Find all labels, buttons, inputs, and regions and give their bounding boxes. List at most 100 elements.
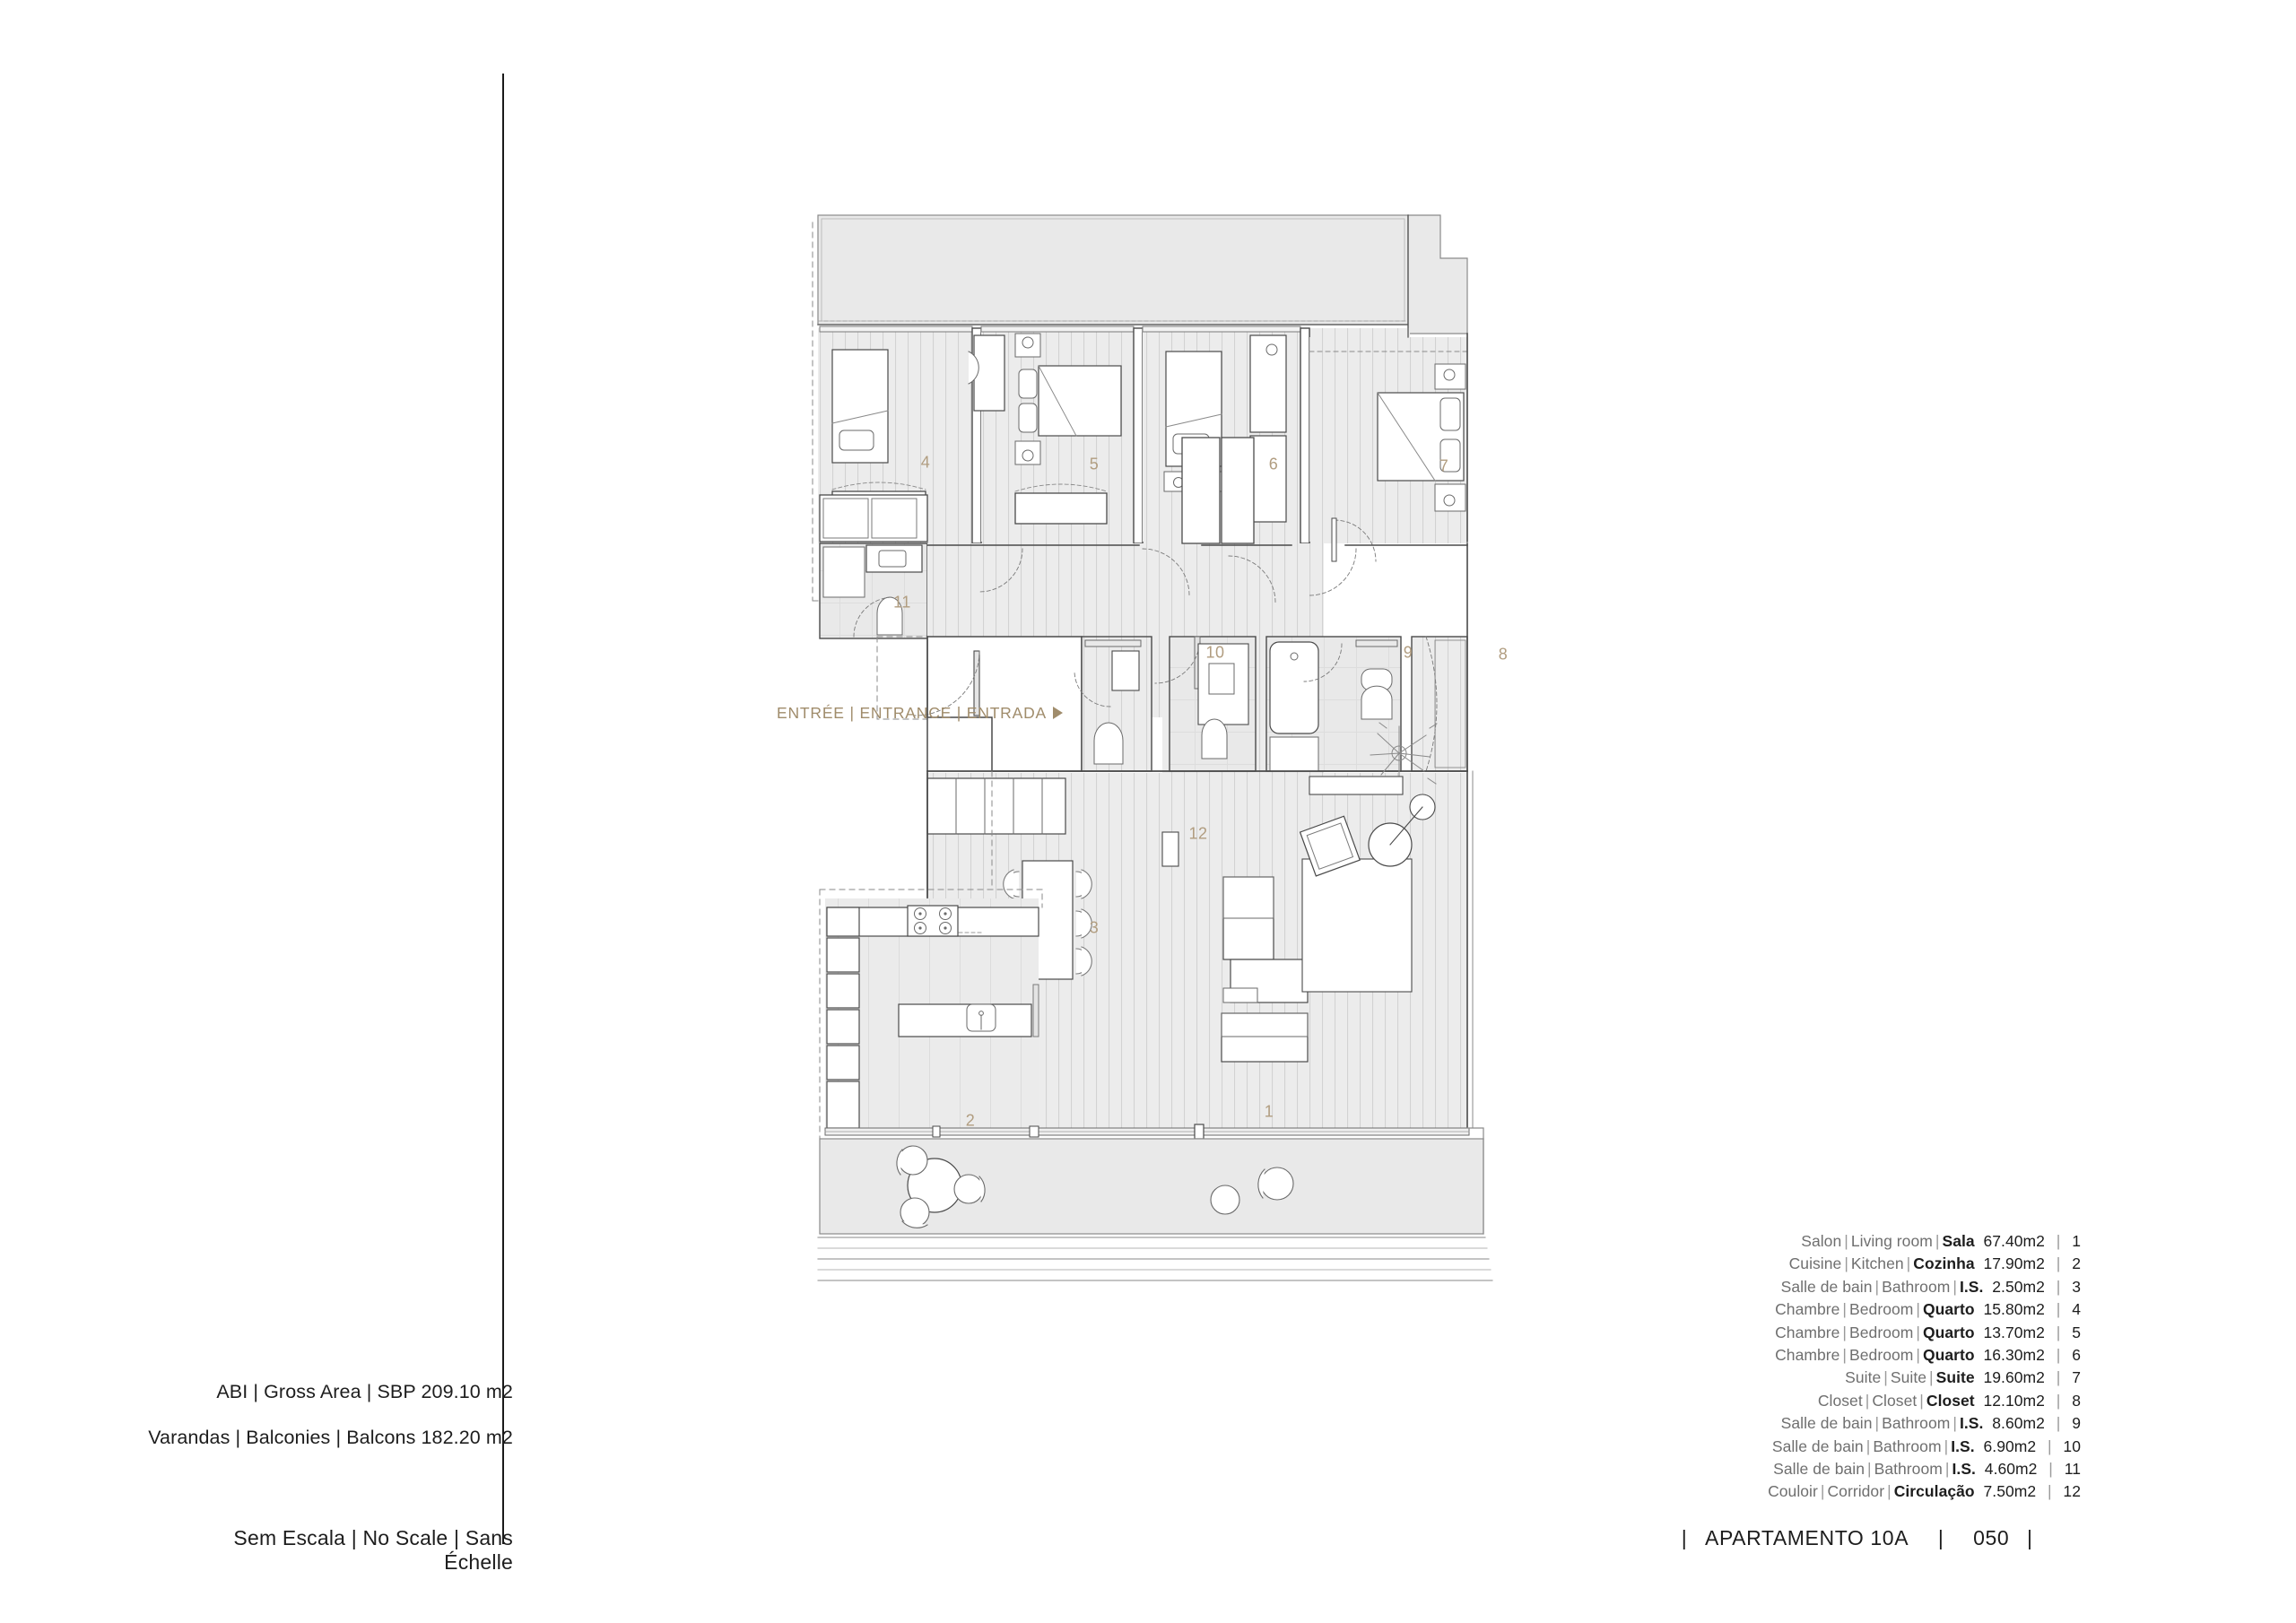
legend-label-fr: Cuisine (1788, 1254, 1842, 1273)
cabinet-icon (1221, 1012, 1309, 1063)
entrance-label-text: ENTRÉE | ENTRANCE | ENTRADA (777, 704, 1048, 722)
legend-row: Chambre|Bedroom|Quarto 16.30m2 | 6 (1677, 1344, 2081, 1367)
legend-area: 7.50m2 (1974, 1482, 2037, 1501)
legend-label-pt: Closet (1926, 1391, 1975, 1410)
legend-row: Salon|Living room|Sala 67.40m2 | 1 (1677, 1230, 2081, 1253)
tall-cabinets (826, 907, 860, 1129)
legend-label-pt: I.S. (1952, 1460, 1976, 1479)
legend-row: Salle de bain|Bathroom|I.S. 2.50m2 | 3 (1677, 1276, 2081, 1298)
legend-row: Closet|Closet|Closet 12.10m2 | 8 (1677, 1390, 2081, 1412)
legend-separator: | (1866, 1436, 1871, 1455)
legend-separator: | (1952, 1277, 1957, 1296)
legend-label-en: Suite (1890, 1368, 1927, 1387)
laundry-area (819, 494, 928, 542)
legend-label-pt: Cozinha (1913, 1254, 1975, 1273)
legend-label-pt: I.S. (1959, 1414, 1984, 1433)
legend-label-en: Closet (1872, 1391, 1918, 1410)
legend-separator: | (1935, 1232, 1940, 1250)
terrace-top (817, 214, 1409, 325)
legend-room-number: 6 (2072, 1346, 2081, 1365)
outdoor-chair-icon (1257, 1167, 1294, 1201)
legend-row: Salle de bain|Bathroom|I.S. 8.60m2 | 9 (1677, 1412, 2081, 1435)
legend-area: 17.90m2 (1974, 1254, 2045, 1273)
entrance-arrow-icon (1053, 707, 1064, 719)
sliding-door-icon (819, 325, 973, 333)
legend-label-en: Bedroom (1849, 1300, 1914, 1319)
legend-area: 12.10m2 (1974, 1391, 2045, 1410)
legend-label-pt: Quarto (1923, 1323, 1975, 1341)
legend-label-en: Bathroom (1874, 1460, 1943, 1479)
legend-separator: | (1844, 1254, 1848, 1273)
rug-icon (1301, 858, 1413, 993)
legend-label-fr: Chambre (1775, 1300, 1840, 1319)
toilet-icon (1361, 685, 1393, 720)
sheet-footer: | APARTAMENTO 10A | 050 | (1664, 1526, 2050, 1550)
legend-separator: | (1916, 1323, 1920, 1341)
bed-icon (1038, 365, 1122, 437)
legend-label-fr: Salon (1801, 1232, 1842, 1250)
room-suite-7 (1309, 337, 1468, 562)
kitchen-island-icon (898, 1003, 1032, 1037)
legend-separator: | (1919, 1391, 1924, 1410)
legend-separator: | (2039, 1460, 2062, 1479)
toilet-icon (876, 596, 903, 636)
legend-separator: | (1820, 1482, 1825, 1501)
legend-area: 6.90m2 (1974, 1436, 2037, 1455)
legend-label-fr: Closet (1817, 1391, 1863, 1410)
legend-separator: | (1865, 1391, 1870, 1410)
legend-label-fr: Couloir (1768, 1482, 1818, 1501)
legend-label-pt: I.S. (1959, 1277, 1984, 1296)
legend-row: Salle de bain|Bathroom|I.S. 6.90m2 | 10 (1677, 1436, 2081, 1458)
legend-room-number: 3 (2072, 1277, 2081, 1296)
sheet-number: 050 (1973, 1526, 2010, 1549)
legend-separator: | (1952, 1414, 1957, 1433)
legend-label-fr: Salle de bain (1773, 1460, 1865, 1479)
legend-separator: | (2047, 1300, 2070, 1319)
console-icon (1161, 831, 1179, 867)
legend-separator: | (2039, 1482, 2061, 1501)
legend-room-number: 12 (2063, 1482, 2081, 1501)
legend-label-fr: Salle de bain (1780, 1277, 1873, 1296)
legend-label-fr: Salle de bain (1780, 1414, 1873, 1433)
sofa-icon (1222, 876, 1309, 1003)
sliding-door-icon (1142, 325, 1301, 333)
room-bathroom-10 (1154, 636, 1257, 772)
toilet-icon (1201, 718, 1228, 759)
legend-label-pt: Suite (1935, 1368, 1975, 1387)
stair-storage (926, 777, 1066, 835)
legend-label-fr: Salle de bain (1771, 1436, 1864, 1455)
legend-separator: | (1844, 1232, 1848, 1250)
legend-label-pt: Quarto (1923, 1300, 1975, 1319)
legend-separator: | (1944, 1436, 1949, 1455)
gross-area-note: ABI | Gross Area | SBP 209.10 m2 (216, 1381, 513, 1402)
wardrobe-icon (1014, 492, 1108, 525)
legend-area: 2.50m2 (1983, 1277, 2045, 1296)
legend-separator: | (1883, 1368, 1888, 1387)
legend-label-en: Living room (1850, 1232, 1933, 1250)
armchair-icon (1299, 815, 1361, 877)
legend-label-en: Bathroom (1873, 1436, 1942, 1455)
vanity-icon (1355, 639, 1398, 647)
sheet-divider-rule (502, 74, 504, 1544)
legend-label-en: Kitchen (1850, 1254, 1904, 1273)
legend-row: Chambre|Bedroom|Quarto 15.80m2 | 4 (1677, 1298, 2081, 1321)
corridor-closet (1181, 437, 1255, 544)
legend-separator: | (2047, 1391, 2070, 1410)
legend-label-pt: Circulação (1893, 1482, 1975, 1501)
legend-separator: | (1916, 1346, 1920, 1365)
legend-separator: | (1874, 1414, 1880, 1433)
legend-separator: | (1874, 1277, 1880, 1296)
legend-separator: | (1916, 1300, 1920, 1319)
terrace-top-right (1407, 214, 1468, 334)
footer-divider-3: | (2027, 1526, 2033, 1549)
legend-room-number: 9 (2072, 1414, 2081, 1433)
legend-area: 13.70m2 (1974, 1323, 2045, 1341)
legend-area: 67.40m2 (1974, 1232, 2045, 1250)
legend-label-en: Bedroom (1849, 1323, 1914, 1341)
legend-area: 16.30m2 (1974, 1346, 2045, 1365)
legend-area: 8.60m2 (1983, 1414, 2045, 1433)
terrace-bottom (817, 1138, 1493, 1281)
legend-separator: | (2047, 1232, 2070, 1250)
legend-separator: | (2047, 1277, 2070, 1296)
